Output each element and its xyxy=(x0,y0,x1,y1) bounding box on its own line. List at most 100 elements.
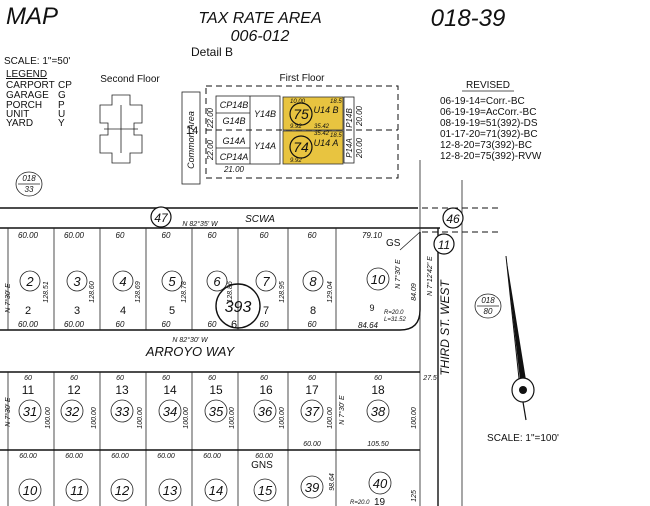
parcel-circle[interactable] xyxy=(253,399,277,423)
parcel-circle[interactable] xyxy=(253,478,277,502)
lower-top-dims: 60 60 60 60 60 60 60 60 27.5 xyxy=(24,375,437,382)
dim-label: 18.5 xyxy=(330,133,342,139)
second-floor-label: Second Floor xyxy=(100,74,160,85)
page-ref-top: 018 xyxy=(481,296,495,305)
upper-circled-numbers: 2 3 4 5 6 7 8 10 xyxy=(19,267,390,292)
parcel-number: 75 xyxy=(293,106,309,122)
book-page-number: 018-39 xyxy=(431,5,506,32)
scwa-bearing: N 82°35' W xyxy=(182,220,219,228)
lot-depth: 100.00 xyxy=(137,407,144,429)
parcel-number: 8 xyxy=(309,274,317,289)
lot-number: 9 xyxy=(369,303,374,313)
marker-label: 11 xyxy=(438,238,450,252)
lot-frontage: 60.00 xyxy=(303,441,321,448)
lot-number: 17 xyxy=(305,383,319,397)
dim-label: 22.00 xyxy=(206,107,215,129)
parcel-number: 3 xyxy=(73,274,81,289)
lot-frontage: 60.00 xyxy=(65,453,83,460)
parcel-circle[interactable] xyxy=(112,270,134,292)
lot-frontage: 60 xyxy=(260,375,268,382)
lower-mid-dims: 60.00 60.00 60.00 60.00 60.00 60.00 60.0… xyxy=(19,441,389,460)
revision-entry: 08-19-19=51(392)-DS xyxy=(440,118,538,129)
parcel-circle[interactable] xyxy=(65,478,89,502)
parcel-number: 11 xyxy=(70,483,84,498)
lot-bearing: N 7°30' E xyxy=(4,283,12,313)
highlighted-parcel-74[interactable] xyxy=(282,130,344,165)
marker-circle xyxy=(442,207,464,229)
parcel-circle[interactable] xyxy=(60,399,84,423)
dim-label: 10.00 xyxy=(290,99,306,105)
parcel-circle[interactable] xyxy=(300,399,324,423)
parcel-circle[interactable] xyxy=(204,478,228,502)
map-label: MAP xyxy=(6,3,58,30)
second-floor-outline xyxy=(99,94,143,164)
page-ref-bottom: 33 xyxy=(25,185,34,194)
parcel-circle[interactable] xyxy=(255,270,277,292)
lot-frontage: 60 xyxy=(70,375,78,382)
dim-label: 21.00 xyxy=(223,165,245,174)
lot-frontage: 60.00 xyxy=(18,320,39,329)
parcel-circle[interactable] xyxy=(18,478,42,502)
dim-label: 9.92 xyxy=(290,158,302,164)
parcel-circle[interactable] xyxy=(18,399,42,423)
page-ref-oval[interactable] xyxy=(15,171,43,197)
parcel-circle[interactable] xyxy=(300,475,324,499)
page-ref-oval[interactable] xyxy=(474,293,502,319)
parcel-circle[interactable] xyxy=(19,270,41,292)
lower-circled-numbers: 31 32 33 34 35 36 37 38 xyxy=(18,399,390,423)
scale-top: SCALE: 1"=50' xyxy=(4,56,70,67)
lot-depth: 128.78 xyxy=(181,281,188,303)
parcel-circle[interactable] xyxy=(158,478,182,502)
parcel-circle[interactable] xyxy=(158,399,182,423)
lot-frontage: 60 xyxy=(260,231,269,240)
parcel-circle[interactable] xyxy=(110,399,134,423)
lower-depths: 100.00 100.00 100.00 100.00 100.00 100.0… xyxy=(45,407,418,429)
diagonal-lot-line xyxy=(399,231,421,251)
block-number-oval[interactable] xyxy=(215,283,261,329)
unit-label: CP14B xyxy=(220,100,249,110)
parcel-circle[interactable] xyxy=(368,471,392,495)
lot-frontage: 60 xyxy=(308,231,317,240)
legend-item-code: U xyxy=(58,109,65,120)
unit-label: Y14B xyxy=(254,109,276,119)
lot-depth: 128.51 xyxy=(43,281,50,303)
parcel-number: 74 xyxy=(293,139,309,155)
revision-entry: 06-19-19=AcCorr.-BC xyxy=(440,107,536,118)
revision-entry: 12-8-20=73(392)-BC xyxy=(440,140,532,151)
revision-entry: 01-17-20=71(392)-BC xyxy=(440,129,538,140)
highlighted-parcel-75[interactable] xyxy=(282,96,344,131)
parcel-circle[interactable] xyxy=(204,399,228,423)
parcel-number: 6 xyxy=(213,274,221,289)
parcel-circle[interactable] xyxy=(206,270,228,292)
parcel-number: 10 xyxy=(23,483,38,498)
parcel-circle[interactable] xyxy=(161,270,183,292)
curve-radius: R=20.0 xyxy=(350,500,370,506)
upper-lot-lines xyxy=(7,228,337,330)
parcel-circle[interactable] xyxy=(366,267,390,291)
upper-depths: 128.51 128.60 128.69 128.78 128.86 128.9… xyxy=(43,281,418,303)
parcel-circle[interactable] xyxy=(110,478,134,502)
arroyo-way-label: ARROYO WAY xyxy=(145,344,236,359)
dim-label: 18.5 xyxy=(330,99,342,105)
lot-frontage: 60 xyxy=(116,231,125,240)
lot-number: 7 xyxy=(263,305,269,317)
parcel-circle[interactable] xyxy=(366,399,390,423)
lot-number: 8 xyxy=(310,305,316,317)
lot-number: 13 xyxy=(115,383,129,397)
parcel-number-circle xyxy=(289,102,313,126)
legend-item-code: G xyxy=(58,90,66,101)
parcel-number: 5 xyxy=(168,274,176,289)
first-floor-label: First Floor xyxy=(280,73,326,84)
lot-number: 14 xyxy=(163,383,177,397)
unit-label: Y14A xyxy=(254,141,276,151)
upper-bottom-dims: 60.00 60.00 60 60 60 60 60 84.64 xyxy=(18,320,379,330)
lot-depth: 100.00 xyxy=(91,407,98,429)
legend-item-name: PORCH xyxy=(6,100,42,111)
parcel-circle[interactable] xyxy=(66,270,88,292)
lot-bearing: N 7°30' E xyxy=(338,395,346,425)
lot-frontage: 60 xyxy=(308,375,316,382)
parcel-circle[interactable] xyxy=(302,270,324,292)
lot-frontage: 79.10 xyxy=(362,231,383,240)
lot-14-label: 14 xyxy=(186,125,198,137)
